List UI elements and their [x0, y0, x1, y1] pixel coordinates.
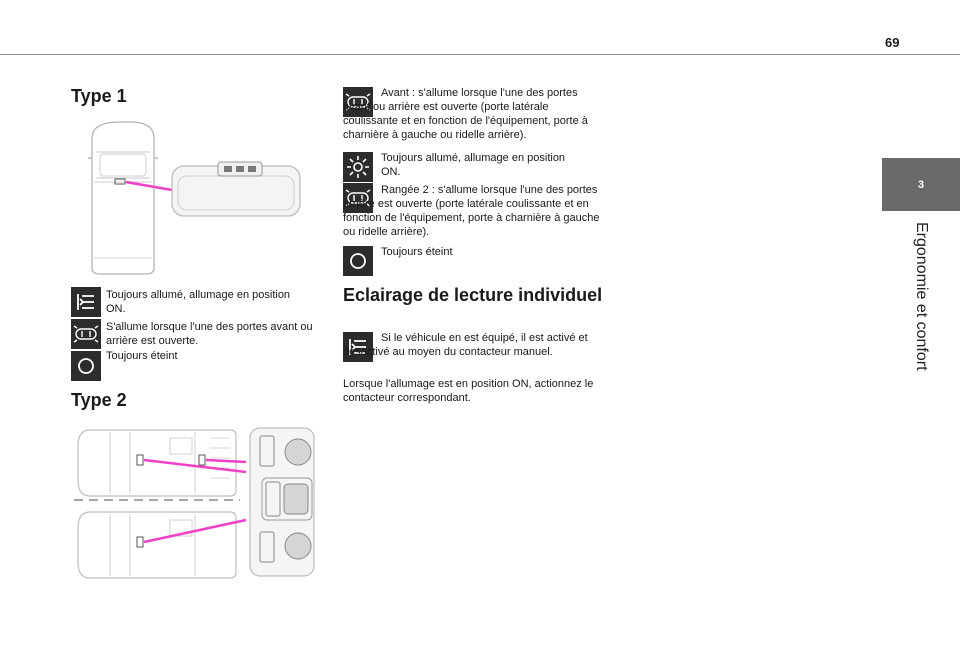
reading-light-text-2: Lorsque l'allumage est en position ON, a… — [343, 378, 594, 404]
door-light-icon — [343, 87, 373, 117]
door-light-icon — [343, 183, 373, 213]
type1-illustration — [88, 121, 301, 275]
type1-item-text: S'allume lorsque l'une des portes avant … — [106, 321, 313, 347]
chapter-tab[interactable]: 3 — [882, 158, 960, 211]
right-item-text: Toujours allumé, allumage en position ON… — [381, 152, 566, 178]
page-number: 69 — [885, 35, 900, 50]
right-item-text: Avant : s'allume lorsque l'une des porte… — [343, 87, 588, 141]
map-light-on-icon — [71, 287, 101, 317]
door-light-icon — [71, 319, 101, 349]
type1-item-text: Toujours allumé, allumage en position ON… — [106, 289, 291, 315]
type1-heading: Type 1 — [71, 86, 127, 106]
header-rule — [0, 54, 960, 55]
right-item-text: Toujours éteint — [381, 246, 453, 258]
type1-item-text: Toujours éteint — [106, 350, 178, 362]
light-off-icon — [343, 246, 373, 276]
chapter-title: Ergonomie et confort — [913, 222, 930, 371]
map-light-on-icon — [343, 332, 373, 362]
sun-icon — [343, 152, 373, 182]
chapter-number: 3 — [917, 179, 925, 191]
reading-light-text: Si le véhicule en est équipé, il est act… — [343, 332, 588, 358]
right-item-text: Rangée 2 : s'allume lorsque l'une des po… — [343, 184, 600, 238]
reading-light-heading: Eclairage de lecture individuel — [343, 285, 603, 305]
type2-heading: Type 2 — [71, 390, 127, 410]
type2-illustration — [74, 427, 315, 579]
light-off-icon — [71, 351, 101, 381]
